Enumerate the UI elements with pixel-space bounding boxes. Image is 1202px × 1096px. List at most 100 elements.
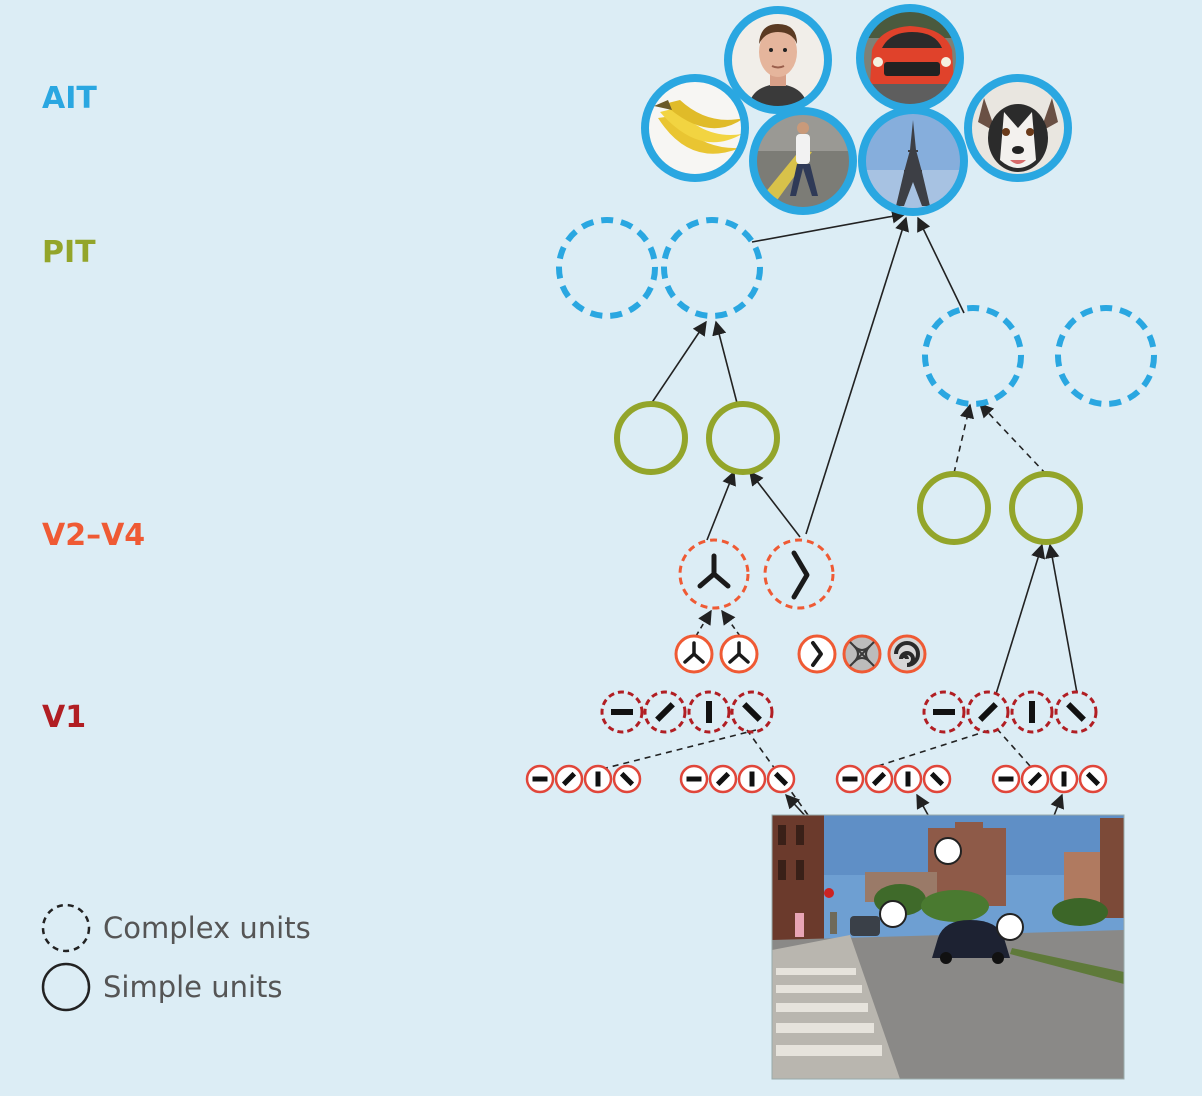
- ait-unit-face: [724, 6, 832, 114]
- oriented-bar-icon: [978, 702, 998, 722]
- oriented-bar-icon: [1085, 771, 1101, 787]
- v2-simple-unit: [797, 634, 837, 674]
- oriented-bar-icon: [842, 776, 858, 782]
- pit-complex-unit: [556, 217, 658, 319]
- arrow-v2-simple-to-complex-2: [721, 609, 741, 637]
- legend-simple-swatch: [41, 962, 91, 1012]
- arrow-v2-to-v4-2: [749, 470, 801, 538]
- y-junction-icon: [697, 553, 731, 589]
- arrow-v1-simple-to-complex-right-2: [997, 729, 1031, 767]
- v4-simple-unit: [917, 471, 991, 545]
- arrow-pit-right-to-ait: [917, 216, 965, 314]
- v1-simple-unit: [1078, 764, 1108, 794]
- oriented-bar-icon: [749, 771, 755, 787]
- level-label-ait: AIT: [42, 81, 97, 116]
- oriented-bar-icon: [998, 776, 1014, 782]
- legend-simple-label: Simple units: [103, 970, 283, 1004]
- oriented-bar-icon: [773, 771, 789, 787]
- oriented-bar-icon: [595, 771, 601, 787]
- arrow-v1-simple-to-complex-right: [877, 729, 991, 767]
- v1-simple-unit: [835, 764, 865, 794]
- oriented-bar-icon: [905, 771, 911, 787]
- v2-complex-unit-chevron: [763, 538, 835, 610]
- oriented-bar-icon: [655, 702, 675, 722]
- pit-complex-unit: [1055, 305, 1157, 407]
- oriented-bar-icon: [933, 709, 955, 715]
- v1-simple-unit: [525, 764, 555, 794]
- legend-complex-swatch: [41, 903, 91, 953]
- v1-simple-unit: [737, 764, 767, 794]
- v4-simple-unit: [706, 401, 780, 475]
- chevron-icon: [791, 550, 810, 600]
- ait-unit-dog: [964, 74, 1072, 182]
- v1-complex-unit: [643, 690, 687, 734]
- chevron-icon: [811, 641, 823, 667]
- oriented-bar-icon: [686, 776, 702, 782]
- v1-simple-unit: [922, 764, 952, 794]
- arrow-v4-simple-to-pit-2: [712, 320, 738, 404]
- y-junction-icon: [728, 641, 750, 664]
- street-scene-image: [772, 815, 1124, 1079]
- level-label-v2v4: V2–V4: [42, 518, 145, 553]
- oriented-bar-icon: [715, 771, 731, 787]
- v1-simple-unit: [612, 764, 642, 794]
- street-scene-frame: [771, 814, 1125, 1080]
- radial-grating-icon: [849, 641, 875, 667]
- v1-complex-unit: [966, 690, 1010, 734]
- v1-simple-unit: [766, 764, 796, 794]
- v2-simple-units: [674, 634, 927, 674]
- v1-complex-units: [600, 690, 1098, 734]
- v1-simple-unit: [864, 764, 894, 794]
- v1-complex-unit: [600, 690, 644, 734]
- v1-simple-unit: [583, 764, 613, 794]
- v1-complex-unit: [687, 690, 731, 734]
- oriented-bar-icon: [742, 702, 762, 722]
- pit-complex-units: [556, 217, 1157, 407]
- arrow-v2-simple-to-complex: [695, 609, 712, 637]
- v4-simple-unit: [1009, 471, 1083, 545]
- v1-complex-unit: [730, 690, 774, 734]
- pit-complex-unit: [922, 305, 1024, 407]
- legend-complex-label: Complex units: [103, 911, 311, 945]
- level-label-pit: PIT: [42, 235, 96, 270]
- oriented-bar-icon: [929, 771, 945, 787]
- v1-simple-unit: [554, 764, 584, 794]
- oriented-bar-icon: [532, 776, 548, 782]
- arrow-v4-right-to-pit: [953, 403, 975, 474]
- oriented-bar-icon: [1029, 701, 1035, 723]
- oriented-bar-icon: [706, 701, 712, 723]
- v1-simple-unit: [991, 764, 1021, 794]
- y-junction-icon: [683, 641, 705, 664]
- v1-simple-unit: [1020, 764, 1050, 794]
- arrow-v4-right-to-pit-2: [979, 402, 1047, 475]
- arrow-v1-simple-to-complex-left: [601, 729, 757, 770]
- v1-simple-unit: [1049, 764, 1079, 794]
- level-label-v1: V1: [42, 700, 86, 735]
- oriented-bar-icon: [611, 709, 633, 715]
- arrow-pit-to-ait: [751, 209, 907, 243]
- ait-units: [641, 4, 1072, 216]
- oriented-bar-icon: [619, 771, 635, 787]
- ait-unit-bananas: [641, 74, 749, 182]
- arrow-v2-to-v4: [706, 470, 736, 541]
- ait-unit-pedestrian: [749, 107, 857, 215]
- v2-complex-unit-y-junction: [678, 538, 750, 610]
- oriented-bar-icon: [1027, 771, 1043, 787]
- ait-unit-eiffel-tower: [858, 106, 968, 216]
- v1-complex-unit: [922, 690, 966, 734]
- v4-simple-units: [614, 401, 1083, 545]
- v1-simple-unit: [679, 764, 709, 794]
- v1-complex-unit: [1010, 690, 1054, 734]
- v4-simple-unit: [614, 401, 688, 475]
- oriented-bar-icon: [871, 771, 887, 787]
- arrow-v4-to-ait: [805, 216, 909, 535]
- v1-simple-unit: [893, 764, 923, 794]
- v1-complex-unit: [1054, 690, 1098, 734]
- v1-simple-unit: [708, 764, 738, 794]
- arrow-v1-to-v4-right-2: [1045, 543, 1078, 694]
- oriented-bar-icon: [1061, 771, 1067, 787]
- v2-complex-units: [678, 538, 835, 610]
- arrow-v4-simple-to-pit: [650, 320, 707, 405]
- oriented-bar-icon: [1066, 702, 1086, 722]
